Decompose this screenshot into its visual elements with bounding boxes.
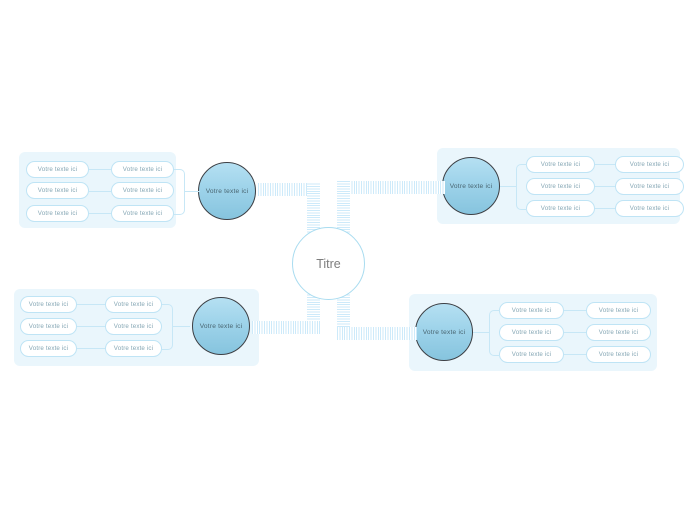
ribbon-center-to-top-right	[337, 181, 445, 194]
bracket-top-right	[516, 164, 527, 210]
branch-circle-bottom-left-label: Votre texte ici	[199, 322, 243, 330]
link-top-right-row-2	[595, 186, 615, 187]
ribbon-riser-top-right	[337, 181, 350, 235]
node-top-left-outer-2[interactable]: Votre texte ici	[26, 182, 89, 199]
link-bottom-left-row-3	[77, 348, 105, 349]
link-top-left-row-1	[89, 169, 111, 170]
bracket-top-left	[174, 169, 185, 215]
link-top-left-row-3	[89, 213, 111, 214]
node-top-left-inner-2[interactable]: Votre texte ici	[111, 182, 174, 199]
center-node-label: Titre	[316, 256, 341, 271]
node-top-left-inner-1[interactable]: Votre texte ici	[111, 161, 174, 178]
ribbon-riser-bottom-right	[337, 292, 350, 334]
link-top-right-to-circle	[500, 186, 516, 187]
node-bottom-right-inner-3[interactable]: Votre texte ici	[499, 346, 564, 363]
node-top-right-inner-1[interactable]: Votre texte ici	[526, 156, 595, 173]
node-bottom-left-inner-2[interactable]: Votre texte ici	[105, 318, 162, 335]
node-bottom-left-inner-3[interactable]: Votre texte ici	[105, 340, 162, 357]
link-top-right-row-3	[595, 208, 615, 209]
node-bottom-left-outer-3[interactable]: Votre texte ici	[20, 340, 77, 357]
node-bottom-right-inner-2[interactable]: Votre texte ici	[499, 324, 564, 341]
link-bottom-left-row-1	[77, 304, 105, 305]
node-top-left-outer-1[interactable]: Votre texte ici	[26, 161, 89, 178]
bracket-bottom-right	[489, 310, 500, 356]
branch-circle-bottom-left[interactable]: Votre texte ici	[192, 297, 250, 355]
node-bottom-left-outer-1[interactable]: Votre texte ici	[20, 296, 77, 313]
link-top-left-to-circle	[184, 191, 200, 192]
ribbon-center-to-bottom-right	[337, 327, 417, 340]
node-bottom-left-outer-2[interactable]: Votre texte ici	[20, 318, 77, 335]
node-top-right-outer-3[interactable]: Votre texte ici	[615, 200, 684, 217]
link-top-left-row-2	[89, 191, 111, 192]
bracket-bottom-left	[162, 304, 173, 350]
node-bottom-right-outer-3[interactable]: Votre texte ici	[586, 346, 651, 363]
branch-circle-top-left[interactable]: Votre texte ici	[198, 162, 256, 220]
node-top-right-inner-3[interactable]: Votre texte ici	[526, 200, 595, 217]
branch-circle-bottom-right[interactable]: Votre texte ici	[415, 303, 473, 361]
center-node[interactable]: Titre	[292, 227, 365, 300]
link-bottom-right-to-circle	[473, 332, 489, 333]
link-bottom-right-row-2	[564, 332, 586, 333]
node-bottom-right-inner-1[interactable]: Votre texte ici	[499, 302, 564, 319]
node-top-right-outer-1[interactable]: Votre texte ici	[615, 156, 684, 173]
ribbon-center-to-bottom-left	[252, 321, 320, 334]
branch-circle-top-right[interactable]: Votre texte ici	[442, 157, 500, 215]
node-bottom-left-inner-1[interactable]: Votre texte ici	[105, 296, 162, 313]
link-bottom-left-row-2	[77, 326, 105, 327]
node-top-right-inner-2[interactable]: Votre texte ici	[526, 178, 595, 195]
branch-circle-top-right-label: Votre texte ici	[449, 182, 493, 190]
node-bottom-right-outer-2[interactable]: Votre texte ici	[586, 324, 651, 341]
node-bottom-right-outer-1[interactable]: Votre texte ici	[586, 302, 651, 319]
link-top-right-row-1	[595, 164, 615, 165]
node-top-right-outer-2[interactable]: Votre texte ici	[615, 178, 684, 195]
ribbon-riser-top-left	[307, 183, 320, 235]
node-top-left-outer-3[interactable]: Votre texte ici	[26, 205, 89, 222]
link-bottom-left-to-circle	[172, 326, 190, 327]
link-bottom-right-row-3	[564, 354, 586, 355]
branch-circle-bottom-right-label: Votre texte ici	[422, 328, 466, 336]
node-top-left-inner-3[interactable]: Votre texte ici	[111, 205, 174, 222]
link-bottom-right-row-1	[564, 310, 586, 311]
branch-circle-top-left-label: Votre texte ici	[205, 187, 249, 195]
ribbon-center-to-top-left	[258, 183, 320, 196]
